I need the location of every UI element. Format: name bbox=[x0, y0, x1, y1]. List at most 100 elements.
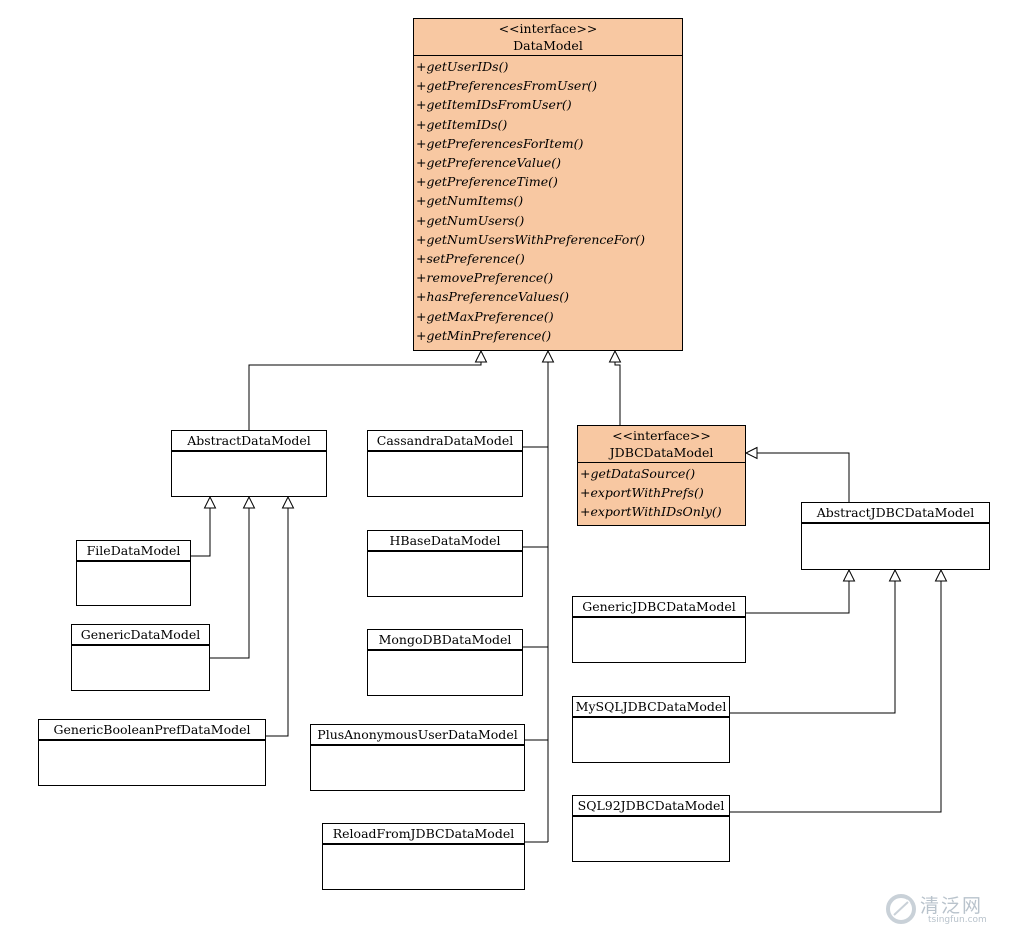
watermark-subtext: tsingfun.com bbox=[928, 915, 987, 925]
generalization-arrowhead bbox=[934, 568, 948, 582]
generalization-arrowhead bbox=[242, 495, 256, 509]
attributes-compartment bbox=[77, 561, 190, 562]
class-name: ReloadFromJDBCDataModel bbox=[323, 824, 524, 844]
class-name: GenericDataModel bbox=[72, 625, 209, 645]
class-name: MongoDBDataModel bbox=[368, 630, 522, 650]
attributes-compartment bbox=[39, 740, 265, 741]
edge-genericdatamodel-to-abstractdatamodel bbox=[210, 497, 250, 659]
watermark-logo-icon bbox=[886, 894, 916, 924]
genericjdbcdatamodel-class-box: GenericJDBCDataModel bbox=[572, 596, 746, 663]
generalization-arrowhead bbox=[888, 568, 902, 582]
attributes-compartment bbox=[72, 645, 209, 646]
attributes-compartment bbox=[573, 717, 729, 718]
edge-mysqljdbc-to-abstractjdbc bbox=[730, 570, 896, 714]
operations-compartment: +getUserIDs() +getPreferencesFromUser() … bbox=[414, 56, 682, 350]
class-name: PlusAnonymousUserDataModel bbox=[311, 725, 524, 745]
genericdatamodel-class-box: GenericDataModel bbox=[71, 624, 210, 691]
attributes-compartment bbox=[323, 844, 524, 845]
plusanonymoususerdatamodel-class-box: PlusAnonymousUserDataModel bbox=[310, 724, 525, 791]
operations-compartment bbox=[573, 618, 745, 662]
attributes-compartment bbox=[368, 650, 522, 651]
attributes-compartment bbox=[573, 816, 729, 817]
edge-sql92jdbc-to-abstractjdbc bbox=[730, 570, 942, 813]
attributes-compartment bbox=[311, 745, 524, 746]
attributes-compartment bbox=[368, 451, 522, 452]
mongodbdatamodel-class-box: MongoDBDataModel bbox=[367, 629, 523, 696]
operations-compartment bbox=[368, 651, 522, 695]
abstractjdbcdatamodel-class-box: AbstractJDBCDataModel bbox=[801, 502, 990, 570]
edge-genericbooleanpref-to-abstractdatamodel bbox=[266, 497, 289, 737]
operations-compartment bbox=[39, 741, 265, 785]
operations-compartment bbox=[311, 746, 524, 790]
operation: +getPreferenceTime() bbox=[416, 174, 558, 190]
jdbcdatamodel-interface-box: <<interface>> JDBCDataModel +getDataSour… bbox=[577, 425, 746, 526]
class-name: JDBCDataModel bbox=[609, 445, 714, 460]
watermark: 清泛网 tsingfun.com bbox=[884, 890, 1012, 930]
operation: +getPreferencesForItem() bbox=[416, 135, 584, 151]
generalization-arrowhead bbox=[203, 495, 217, 509]
operation: +getMinPreference() bbox=[416, 327, 552, 343]
operation: +exportWithIDsOnly() bbox=[580, 504, 722, 520]
operation: +getUserIDs() bbox=[416, 59, 509, 74]
attributes-compartment bbox=[368, 551, 522, 552]
cassandradatamodel-class-box: CassandraDataModel bbox=[367, 430, 523, 497]
hbasedatamodel-class-box: HBaseDataModel bbox=[367, 530, 523, 597]
edge-genericjdbc-to-abstractjdbc bbox=[746, 570, 850, 614]
attributes-compartment bbox=[573, 617, 745, 618]
realization-arrowhead bbox=[744, 446, 758, 460]
edge-abstractjdbc-to-jdbcdatamodel bbox=[746, 452, 850, 502]
attributes-compartment bbox=[172, 451, 326, 452]
operation: +getPreferencesFromUser() bbox=[416, 78, 598, 94]
jdbcdatamodel-header: <<interface>> JDBCDataModel bbox=[578, 426, 745, 463]
class-name: FileDataModel bbox=[77, 541, 190, 561]
datamodel-interface-box: <<interface>> DataModel +getUserIDs() +g… bbox=[413, 18, 683, 351]
datamodel-header: <<interface>> DataModel bbox=[414, 19, 682, 56]
operation: +getNumUsersWithPreferenceFor() bbox=[416, 231, 646, 247]
edge-filedatamodel-to-abstractdatamodel bbox=[191, 497, 211, 557]
operation: +getMaxPreference() bbox=[416, 308, 554, 324]
operations-compartment: +getDataSource() +exportWithPrefs() +exp… bbox=[578, 463, 745, 525]
operation: +removePreference() bbox=[416, 270, 554, 286]
filedatamodel-class-box: FileDataModel bbox=[76, 540, 191, 606]
operations-compartment bbox=[802, 524, 989, 569]
operations-compartment bbox=[368, 452, 522, 496]
operation: +setPreference() bbox=[416, 251, 525, 267]
operation: +getNumUsers() bbox=[416, 212, 525, 228]
generalization-arrowhead bbox=[281, 495, 295, 509]
class-name: MySQLJDBCDataModel bbox=[573, 697, 729, 717]
operation: +getItemIDs() bbox=[416, 116, 508, 132]
watermark-text: 清泛网 bbox=[920, 895, 984, 917]
class-name: GenericBooleanPrefDataModel bbox=[39, 720, 265, 740]
stereotype-label: <<interface>> bbox=[612, 428, 711, 443]
stereotype-label: <<interface>> bbox=[498, 21, 598, 36]
class-name: AbstractDataModel bbox=[172, 431, 326, 451]
operations-compartment bbox=[368, 552, 522, 596]
sql92jdbcdatamodel-class-box: SQL92JDBCDataModel bbox=[572, 795, 730, 862]
generalization-arrowhead bbox=[474, 349, 488, 363]
generalization-arrowhead bbox=[608, 349, 622, 363]
operations-compartment bbox=[573, 718, 729, 762]
operation: +exportWithPrefs() bbox=[580, 485, 704, 501]
class-name: HBaseDataModel bbox=[368, 531, 522, 551]
class-name: AbstractJDBCDataModel bbox=[802, 503, 989, 523]
class-name: SQL92JDBCDataModel bbox=[573, 796, 729, 816]
operations-compartment bbox=[77, 562, 190, 605]
operation: +hasPreferenceValues() bbox=[416, 289, 569, 305]
generalization-arrowhead bbox=[541, 349, 555, 363]
genericbooleanprefdatamodel-class-box: GenericBooleanPrefDataModel bbox=[38, 719, 266, 786]
operation: +getDataSource() bbox=[580, 466, 696, 481]
operations-compartment bbox=[172, 452, 326, 496]
operation: +getPreferenceValue() bbox=[416, 155, 562, 171]
generalization-arrowhead bbox=[842, 568, 856, 582]
operations-compartment bbox=[323, 845, 524, 889]
mysqljdbcdatamodel-class-box: MySQLJDBCDataModel bbox=[572, 696, 730, 763]
class-name: CassandraDataModel bbox=[368, 431, 522, 451]
operation: +getNumItems() bbox=[416, 193, 524, 209]
class-name: GenericJDBCDataModel bbox=[573, 597, 745, 617]
operations-compartment bbox=[573, 817, 729, 861]
attributes-compartment bbox=[802, 523, 989, 524]
abstractdatamodel-class-box: AbstractDataModel bbox=[171, 430, 327, 497]
class-name: DataModel bbox=[513, 38, 583, 53]
operation: +getItemIDsFromUser() bbox=[416, 97, 572, 113]
